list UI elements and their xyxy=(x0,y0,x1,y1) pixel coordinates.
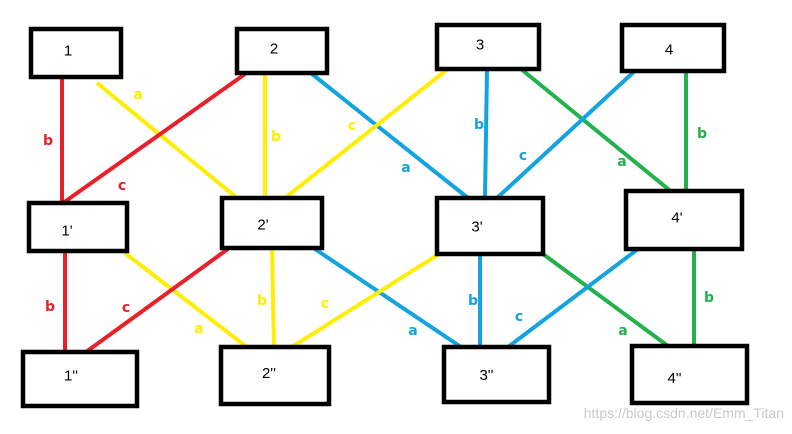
edge-m2-b3-label: a xyxy=(408,323,417,339)
edge-n3-m2-label: c xyxy=(348,118,356,134)
edge-m3-b2-label: c xyxy=(321,296,329,312)
node-label: 3 xyxy=(476,37,484,54)
node-m1: 1' xyxy=(26,200,130,254)
node-b2: 2'' xyxy=(218,344,332,407)
node-n1: 1 xyxy=(28,26,124,80)
edge-n4-m4-label: b xyxy=(697,126,707,142)
node-label: 4' xyxy=(671,210,682,227)
edge-n1-m1-label: b xyxy=(43,133,53,149)
node-m4: 4' xyxy=(623,188,745,252)
edge-n3-m3-label: b xyxy=(474,117,484,133)
node-label: 3' xyxy=(471,219,482,236)
edge-m2-b1-line xyxy=(84,244,234,354)
node-box xyxy=(218,344,332,407)
edge-n1-m2-label: a xyxy=(133,87,142,103)
node-m3: 3' xyxy=(434,195,546,257)
node-label: 3'' xyxy=(479,367,493,384)
node-label: 1' xyxy=(61,223,72,240)
nodes-layer: 1 2 3 4 1' 2' 3' 4' 1'' 2'' 3'' 4'' xyxy=(20,22,750,409)
edge-m3-b2-line xyxy=(290,252,441,349)
node-label: 4'' xyxy=(667,370,681,387)
node-b3: 3'' xyxy=(441,344,552,405)
edge-m1-b2-line xyxy=(123,251,250,350)
edge-m1-b1-label: b xyxy=(45,299,55,315)
edge-m3-b3-label: b xyxy=(468,293,478,309)
node-box xyxy=(20,349,140,409)
node-box xyxy=(434,195,546,257)
edge-n3-m3-line xyxy=(483,68,489,199)
node-n3: 3 xyxy=(434,22,542,72)
node-box xyxy=(219,195,325,251)
edge-n2-m1-line xyxy=(61,72,247,205)
edge-n2-m3-line xyxy=(305,68,470,200)
edge-m4-b3-line xyxy=(506,247,640,349)
edge-m3-b4-label: a xyxy=(618,323,627,339)
node-box xyxy=(441,344,552,405)
edge-m4-b4-label: b xyxy=(704,290,714,306)
node-label: 1 xyxy=(64,43,72,60)
node-m2: 2' xyxy=(219,195,325,251)
edge-n4-m3-line xyxy=(495,67,639,200)
edge-n3-m4-line xyxy=(519,67,675,195)
node-n4: 4 xyxy=(619,22,727,74)
edge-n4-m3-label: c xyxy=(519,148,527,164)
node-b4: 4'' xyxy=(629,343,750,406)
edge-m1-b2-label: a xyxy=(194,321,203,337)
edge-n2-m3-label: a xyxy=(401,160,410,176)
node-b1: 1'' xyxy=(20,349,140,409)
node-box xyxy=(619,22,727,74)
edge-n3-m4-label: a xyxy=(617,154,626,170)
node-box xyxy=(623,188,745,252)
node-box xyxy=(26,200,130,254)
watermark-text: https://blog.csdn.net/Emm_Titan xyxy=(584,405,784,421)
edge-n3-m2-line xyxy=(283,66,451,200)
edge-m4-b3-label: c xyxy=(515,309,523,325)
edge-m2-b2-label: b xyxy=(257,293,267,309)
node-label: 2 xyxy=(270,41,278,58)
node-label: 2'' xyxy=(262,365,276,382)
edge-m2-b1-label: c xyxy=(122,300,130,316)
node-box xyxy=(434,22,542,72)
node-label: 2' xyxy=(257,217,268,234)
node-box xyxy=(629,343,750,406)
edge-m2-b3-line xyxy=(310,245,463,349)
edge-n1-m2-line xyxy=(95,81,239,200)
edge-labels-layer: b a c b a c b a c b b a c b a c b a c b xyxy=(43,87,714,339)
node-label: 4 xyxy=(665,42,673,59)
node-box xyxy=(234,26,330,76)
edges-layer xyxy=(60,66,696,354)
edge-n2-m1-label: c xyxy=(118,178,126,194)
node-box xyxy=(28,26,124,80)
node-label: 1'' xyxy=(64,368,78,385)
edge-n2-m2-label: b xyxy=(271,129,281,145)
edge-m2-b2-line xyxy=(270,247,276,349)
node-n2: 2 xyxy=(234,26,330,76)
edge-m3-b4-line xyxy=(541,252,670,348)
